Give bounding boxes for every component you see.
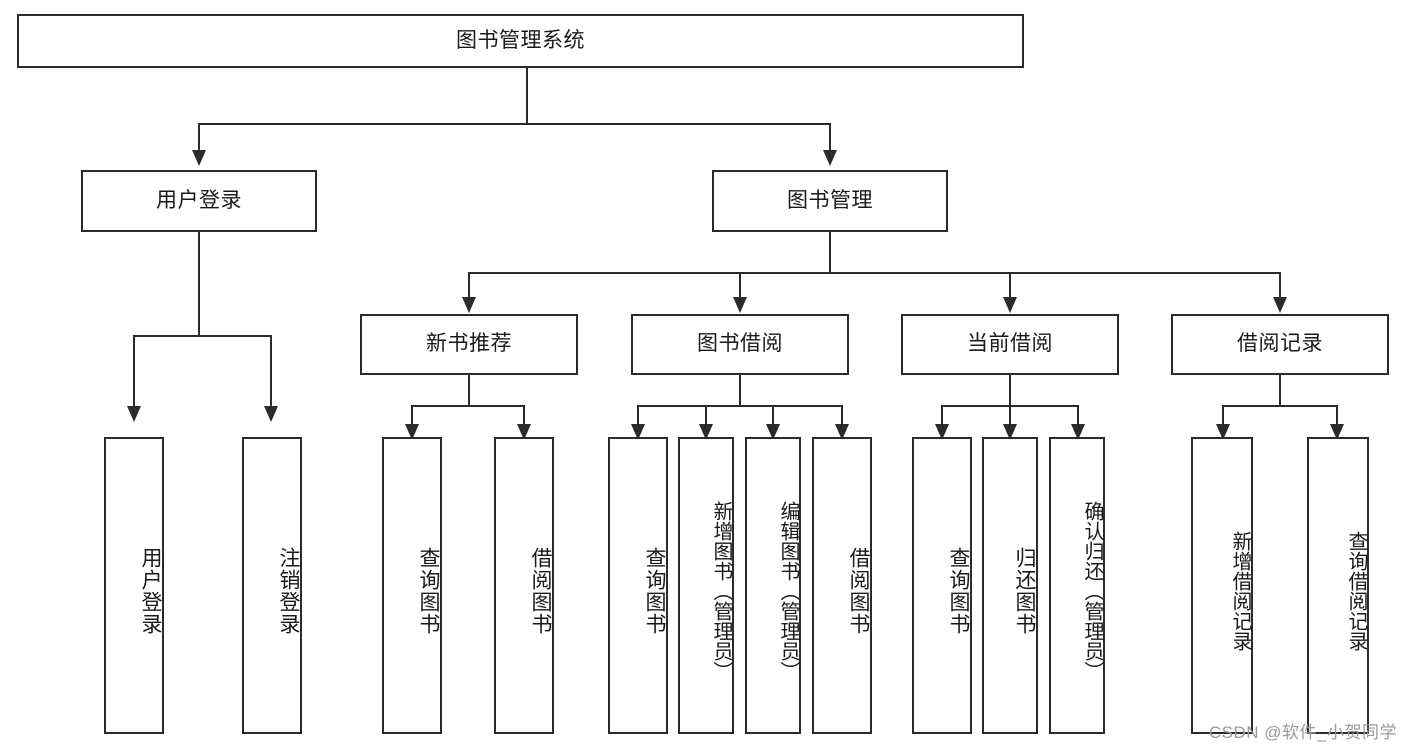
node-leaf-return-book-label: 归还图书 [1013, 546, 1036, 635]
node-user-login-label: 用户登录 [156, 188, 242, 212]
edge-br-bus [1222, 405, 1337, 407]
edge-bm-to-borrow-record [1279, 272, 1281, 298]
edge-bb-to-leaf1 [637, 405, 639, 427]
edge-nbr-to-leaf1 [411, 405, 413, 427]
edge-bb-to-leaf2 [705, 405, 707, 427]
node-current-borrow[interactable]: 当前借阅 [901, 314, 1119, 375]
node-leaf-logout-label: 注销登录 [277, 546, 300, 635]
arrowhead-new-book-rec [462, 297, 476, 313]
arrowhead-current-borrow [1003, 297, 1017, 313]
arrowhead-leaf-edit-book [766, 424, 780, 440]
csdn-watermark: CSDN @软件_小贺同学 [1208, 723, 1397, 742]
edge-br-to-leaf2 [1336, 405, 1338, 427]
node-leaf-user-login[interactable]: 用户登录 [104, 437, 164, 734]
edge-root-to-user-login [198, 123, 200, 151]
arrowhead-leaf-logout [264, 406, 278, 422]
edge-bm-to-new-book-rec [468, 272, 470, 298]
node-leaf-add-book[interactable]: 新增图书（管理员） [678, 437, 734, 734]
node-leaf-query-record-label: 查询借阅记录 [1345, 530, 1367, 651]
edge-root-stem [526, 68, 528, 124]
edge-nbr-bus [411, 405, 524, 407]
node-leaf-add-record-label: 新增借阅记录 [1229, 530, 1251, 651]
node-leaf-logout[interactable]: 注销登录 [242, 437, 302, 734]
arrowhead-leaf-borrow-book-1 [517, 424, 531, 440]
edge-user-login-to-leaf1 [133, 335, 135, 407]
node-leaf-query-book-1-label: 查询图书 [417, 546, 440, 635]
arrowhead-leaf-query-book-3 [935, 424, 949, 440]
arrowhead-leaf-user-login [127, 406, 141, 422]
node-leaf-query-record[interactable]: 查询借阅记录 [1307, 437, 1369, 734]
edge-user-login-stem [198, 232, 200, 336]
node-book-manage[interactable]: 图书管理 [712, 170, 948, 232]
edge-bb-to-leaf3 [772, 405, 774, 427]
edge-nbr-to-leaf2 [523, 405, 525, 427]
node-leaf-confirm-return[interactable]: 确认归还（管理员） [1049, 437, 1105, 734]
node-user-login[interactable]: 用户登录 [81, 170, 317, 232]
arrowhead-leaf-add-record [1216, 424, 1230, 440]
edge-nbr-stem [468, 375, 470, 407]
node-borrow-record-label: 借阅记录 [1237, 332, 1323, 356]
edge-cb-stem [1009, 375, 1011, 407]
node-leaf-borrow-book-2[interactable]: 借阅图书 [812, 437, 872, 734]
edge-root-to-book-manage [829, 123, 831, 151]
node-leaf-add-record[interactable]: 新增借阅记录 [1191, 437, 1253, 734]
edge-user-login-bus [133, 335, 272, 337]
node-leaf-add-book-label: 新增图书（管理员） [710, 500, 732, 681]
node-root[interactable]: 图书管理系统 [17, 14, 1024, 68]
node-leaf-borrow-book-1[interactable]: 借阅图书 [494, 437, 554, 734]
arrowhead-leaf-add-book [699, 424, 713, 440]
edge-book-manage-stem [829, 232, 831, 274]
arrowhead-user-login [192, 150, 206, 166]
edge-bb-stem [739, 375, 741, 407]
edge-cb-to-leaf1 [941, 405, 943, 427]
node-new-book-rec[interactable]: 新书推荐 [360, 314, 578, 375]
node-book-manage-label: 图书管理 [787, 188, 873, 212]
arrowhead-leaf-return-book [1003, 424, 1017, 440]
edge-book-manage-bus [468, 272, 1280, 274]
edge-br-to-leaf1 [1222, 405, 1224, 427]
node-leaf-borrow-book-2-label: 借阅图书 [847, 546, 870, 635]
edge-root-bus [198, 123, 830, 125]
node-leaf-query-book-2[interactable]: 查询图书 [608, 437, 668, 734]
edge-bb-bus [637, 405, 843, 407]
arrowhead-borrow-record [1273, 297, 1287, 313]
node-leaf-query-book-1[interactable]: 查询图书 [382, 437, 442, 734]
node-borrow-record[interactable]: 借阅记录 [1171, 314, 1389, 375]
arrowhead-leaf-query-record [1330, 424, 1344, 440]
edge-bm-to-book-borrow [739, 272, 741, 298]
arrowhead-leaf-query-book-2 [631, 424, 645, 440]
arrowhead-book-manage [823, 150, 837, 166]
arrowhead-book-borrow [733, 297, 747, 313]
node-leaf-edit-book[interactable]: 编辑图书（管理员） [745, 437, 801, 734]
node-root-label: 图书管理系统 [456, 28, 585, 52]
edge-bb-to-leaf4 [841, 405, 843, 427]
node-leaf-confirm-return-label: 确认归还（管理员） [1081, 500, 1103, 681]
node-leaf-edit-book-label: 编辑图书（管理员） [777, 500, 799, 681]
node-leaf-return-book[interactable]: 归还图书 [982, 437, 1038, 734]
edge-user-login-to-leaf2 [270, 335, 272, 407]
node-book-borrow[interactable]: 图书借阅 [631, 314, 849, 375]
node-leaf-query-book-3[interactable]: 查询图书 [912, 437, 972, 734]
arrowhead-leaf-query-book-1 [405, 424, 419, 440]
node-leaf-borrow-book-1-label: 借阅图书 [529, 546, 552, 635]
edge-cb-to-leaf2 [1009, 405, 1011, 427]
edge-br-stem [1279, 375, 1281, 407]
node-leaf-query-book-2-label: 查询图书 [643, 546, 666, 635]
node-leaf-user-login-label: 用户登录 [139, 546, 162, 635]
arrowhead-leaf-confirm-return [1071, 424, 1085, 440]
node-leaf-query-book-3-label: 查询图书 [947, 546, 970, 635]
arrowhead-leaf-borrow-book-2 [835, 424, 849, 440]
node-new-book-rec-label: 新书推荐 [426, 332, 512, 356]
edge-bm-to-current-borrow [1009, 272, 1011, 298]
node-book-borrow-label: 图书借阅 [697, 332, 783, 356]
node-current-borrow-label: 当前借阅 [967, 332, 1053, 356]
edge-cb-to-leaf3 [1077, 405, 1079, 427]
